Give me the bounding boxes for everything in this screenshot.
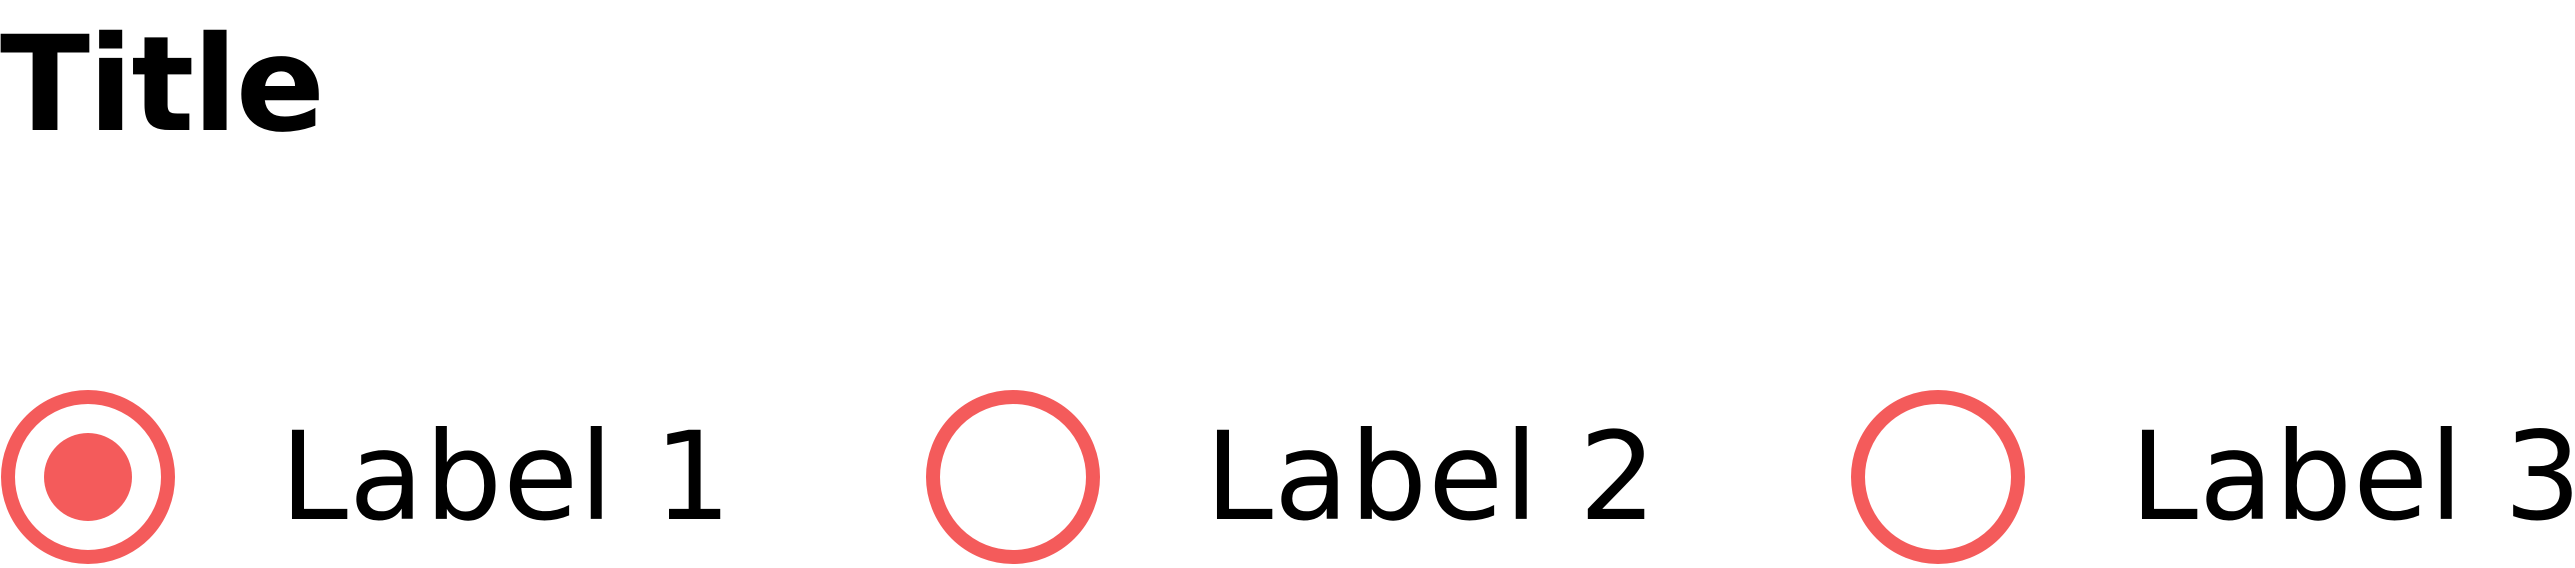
radio-option-2[interactable]: Label 2 bbox=[925, 389, 1658, 565]
radio-label-1: Label 1 bbox=[280, 406, 733, 548]
radio-group: Label 1 Label 2 Label 3 bbox=[0, 389, 2575, 565]
radio-label-2: Label 2 bbox=[1205, 406, 1658, 548]
radio-option-1[interactable]: Label 1 bbox=[0, 389, 733, 565]
radio-unselected-icon[interactable] bbox=[1850, 389, 2026, 565]
radio-selected-icon[interactable] bbox=[0, 389, 176, 565]
page-title: Title bbox=[0, 8, 325, 162]
radio-option-3[interactable]: Label 3 bbox=[1850, 389, 2575, 565]
radio-unselected-icon[interactable] bbox=[925, 389, 1101, 565]
radio-label-3: Label 3 bbox=[2130, 406, 2575, 548]
